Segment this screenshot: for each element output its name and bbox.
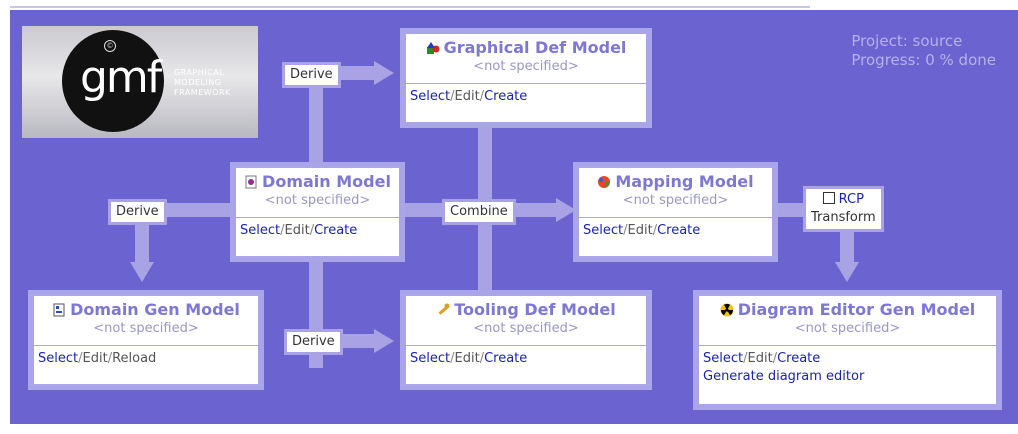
- logo-line3: FRAMEWORK: [174, 88, 231, 97]
- graphical-def-create-link[interactable]: Create: [484, 89, 528, 104]
- gmf-logo: © gmf GRAPHICAL MODELING FRAMEWORK: [22, 26, 258, 138]
- domain-gen-model-actions: Select/Edit/Reload: [34, 346, 258, 372]
- diagram-gen-select-link[interactable]: Select: [703, 351, 744, 366]
- domain-edit-link[interactable]: Edit: [284, 223, 310, 238]
- tooling-def-select-link[interactable]: Select: [410, 351, 451, 366]
- logo-text: GRAPHICAL MODELING FRAMEWORK: [174, 68, 231, 98]
- logo-copyright-mark: ©: [104, 40, 116, 52]
- domain-gen-model-status: <not specified>: [93, 321, 199, 336]
- mapping-model-title-text: Mapping Model: [615, 172, 754, 191]
- separator: /: [309, 223, 315, 238]
- mapping-model-title: Mapping Model: [579, 172, 772, 192]
- top-divider: [10, 6, 810, 8]
- rcp-link[interactable]: RCP: [838, 192, 864, 207]
- mapping-model-icon: [598, 176, 611, 188]
- rcp-transform-label: RCP Transform: [803, 186, 884, 232]
- project-label: Project: source: [851, 32, 963, 50]
- domain-model-actions: Select/Edit/Create: [236, 218, 399, 244]
- tooling-def-model-title: Tooling Def Model: [406, 300, 646, 320]
- project-info: Project: source Progress: 0 % done: [851, 32, 996, 70]
- separator: /: [280, 223, 285, 238]
- diagram-editor-gen-model-title-text: Diagram Editor Gen Model: [737, 300, 976, 319]
- diagram-editor-gen-model-header: Diagram Editor Gen Model <not specified>: [699, 296, 996, 346]
- rcp-checkbox[interactable]: [822, 192, 835, 204]
- domain-model-title: Domain Model: [236, 172, 399, 192]
- derive-bottom-label: Derive: [284, 329, 343, 355]
- logo-brand: gmf: [80, 52, 162, 103]
- domain-model-header: Domain Model <not specified>: [236, 168, 399, 218]
- arrow-to-tooling: [374, 329, 394, 353]
- derive-left-label: Derive: [108, 199, 167, 225]
- domain-model-status: <not specified>: [264, 193, 371, 208]
- tooling-def-model-header: Tooling Def Model <not specified>: [406, 296, 646, 346]
- diagram-editor-gen-model-actions: Select/Edit/Create Generate diagram edit…: [699, 346, 996, 390]
- diagram-gen-create-link[interactable]: Create: [777, 351, 821, 366]
- domain-gen-model-icon: [53, 303, 65, 317]
- tooling-def-edit-link[interactable]: Edit: [454, 351, 480, 366]
- tooling-def-model-title-text: Tooling Def Model: [454, 300, 616, 319]
- mapping-model-actions: Select/Edit/Create: [579, 218, 772, 244]
- domain-model-icon: [245, 175, 257, 189]
- mapping-edit-link[interactable]: Edit: [627, 223, 653, 238]
- separator: /: [107, 351, 113, 366]
- arrow-to-domain-gen: [130, 262, 154, 282]
- progress-label: Progress: 0 % done: [851, 51, 996, 69]
- diagram-editor-gen-model-status: <not specified>: [794, 321, 901, 336]
- graphical-def-model-actions: Select/Edit/Create: [406, 84, 646, 110]
- wrench-icon: [438, 303, 450, 315]
- domain-gen-edit-link[interactable]: Edit: [82, 351, 108, 366]
- separator: /: [450, 89, 455, 104]
- combine-label: Combine: [442, 199, 516, 225]
- separator: /: [743, 351, 748, 366]
- graphical-def-model-status: <not specified>: [473, 59, 579, 74]
- separator: /: [479, 351, 485, 366]
- derive-top-label: Derive: [282, 62, 341, 88]
- tooling-def-create-link[interactable]: Create: [484, 351, 528, 366]
- graphical-def-icon: [426, 42, 440, 54]
- transform-label: Transform: [811, 210, 876, 225]
- domain-gen-model-header: Domain Gen Model <not specified>: [34, 296, 258, 346]
- mapping-model-header: Mapping Model <not specified>: [579, 168, 772, 218]
- domain-gen-model-title-text: Domain Gen Model: [70, 300, 240, 319]
- tooling-def-model-status: <not specified>: [473, 321, 579, 336]
- domain-gen-select-link[interactable]: Select: [38, 351, 79, 366]
- separator: /: [772, 351, 778, 366]
- logo-line2: MODELING: [174, 78, 222, 87]
- domain-gen-model-box: Domain Gen Model <not specified> Select/…: [28, 290, 264, 390]
- logo-line1: GRAPHICAL: [174, 68, 225, 77]
- separator: /: [479, 89, 485, 104]
- radiation-icon: [720, 303, 734, 317]
- graphical-def-select-link[interactable]: Select: [410, 89, 451, 104]
- graphical-def-model-box: Graphical Def Model <not specified> Sele…: [400, 28, 652, 128]
- graphical-def-edit-link[interactable]: Edit: [454, 89, 480, 104]
- generate-diagram-editor-link[interactable]: Generate diagram editor: [703, 369, 865, 384]
- separator: /: [652, 223, 658, 238]
- separator: /: [78, 351, 83, 366]
- tooling-def-model-actions: Select/Edit/Create: [406, 346, 646, 372]
- separator: /: [623, 223, 628, 238]
- mapping-model-box: Mapping Model <not specified> Select/Edi…: [573, 162, 778, 262]
- graphical-def-model-header: Graphical Def Model <not specified>: [406, 34, 646, 84]
- mapping-model-status: <not specified>: [622, 193, 729, 208]
- domain-gen-model-title: Domain Gen Model: [34, 300, 258, 320]
- mapping-create-link[interactable]: Create: [657, 223, 701, 238]
- tooling-def-model-box: Tooling Def Model <not specified> Select…: [400, 290, 652, 390]
- arrow-to-diagram-gen: [835, 262, 859, 282]
- diagram-editor-gen-model-title: Diagram Editor Gen Model: [699, 300, 996, 320]
- dashboard-canvas: © gmf GRAPHICAL MODELING FRAMEWORK Proje…: [10, 10, 1018, 424]
- arrow-to-graphical: [374, 61, 394, 85]
- separator: /: [450, 351, 455, 366]
- diagram-gen-edit-link[interactable]: Edit: [747, 351, 773, 366]
- domain-create-link[interactable]: Create: [314, 223, 358, 238]
- graphical-def-model-title: Graphical Def Model: [406, 38, 646, 58]
- arrow-to-mapping: [556, 198, 576, 222]
- diagram-editor-gen-model-box: Diagram Editor Gen Model <not specified>…: [693, 290, 1002, 410]
- mapping-select-link[interactable]: Select: [583, 223, 624, 238]
- domain-model-title-text: Domain Model: [262, 172, 391, 191]
- domain-select-link[interactable]: Select: [240, 223, 281, 238]
- graphical-def-model-title-text: Graphical Def Model: [443, 38, 627, 57]
- domain-model-box: Domain Model <not specified> Select/Edit…: [230, 162, 405, 262]
- domain-gen-reload-link[interactable]: Reload: [112, 351, 157, 366]
